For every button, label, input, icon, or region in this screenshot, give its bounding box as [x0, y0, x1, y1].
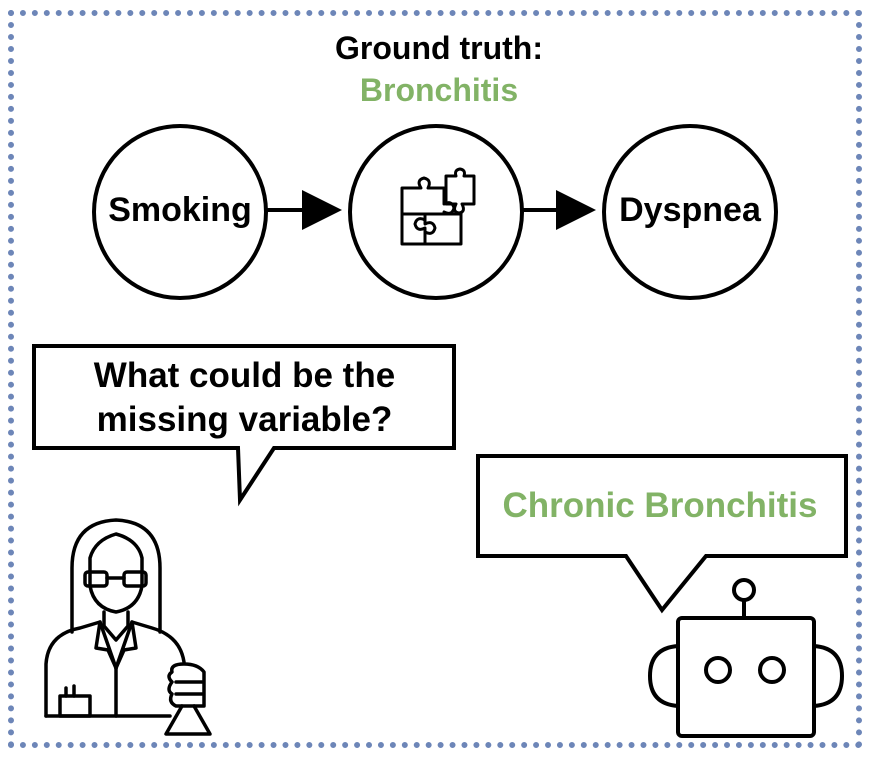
question-line-2: missing variable? [96, 400, 393, 439]
question-text: What could be the missing variable? [38, 354, 451, 442]
node-label-smoking: Smoking [108, 191, 252, 229]
answer-text: Chronic Bronchitis [502, 486, 818, 525]
question-line-1: What could be the [93, 356, 396, 395]
node-missing [348, 124, 524, 300]
answer-bubble [476, 454, 848, 614]
question-bubble [32, 344, 456, 507]
ground-truth-label: Ground truth: [335, 30, 543, 66]
ground-truth-answer: Bronchitis [359, 72, 519, 108]
robot-icon [648, 578, 844, 738]
dotted-frame [8, 10, 862, 748]
node-label-dyspnea: Dyspnea [619, 191, 761, 229]
node-dyspnea [602, 124, 778, 300]
scientist-icon [44, 518, 212, 736]
puzzle-icon [400, 167, 476, 246]
